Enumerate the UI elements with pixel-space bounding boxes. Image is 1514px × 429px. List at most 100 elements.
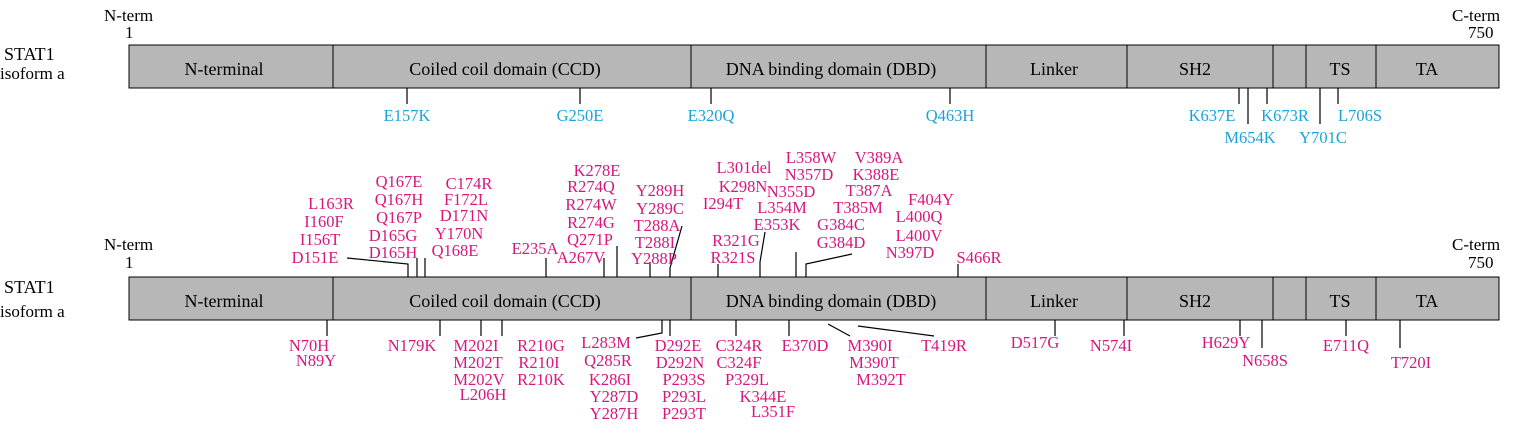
domain-label: TS	[1329, 291, 1350, 311]
variant-label: R274G	[567, 213, 615, 232]
domain-n-terminal	[128, 44, 334, 89]
variant-label: I294T	[703, 194, 743, 213]
variant-label: F404Y	[908, 190, 954, 209]
variant-stick	[857, 325, 935, 337]
variant-sticks	[406, 88, 1339, 124]
variant-label: K298N	[719, 177, 768, 196]
variant-labels-above: L163R I160F I156T D151E Q167E Q167H Q167…	[292, 148, 1002, 268]
variant-label: L206H	[460, 385, 507, 404]
variant-label: N179K	[388, 336, 437, 355]
variant-label: Q167H	[375, 190, 424, 209]
cterm-label: C-term	[1452, 235, 1500, 254]
variant-label: N357D	[785, 165, 834, 184]
protein-isoform: isoform a	[0, 302, 65, 321]
domain-ccd	[332, 276, 692, 321]
domain-ts	[1305, 276, 1377, 321]
domain-label: Linker	[1030, 59, 1078, 79]
variant-label: D165H	[369, 243, 418, 262]
variant-label: C324R	[716, 336, 763, 355]
variant-stick	[669, 225, 683, 277]
variant-label: C324F	[717, 353, 762, 372]
variant-label: M654K	[1224, 128, 1275, 147]
variant-label: C174R	[446, 174, 493, 193]
variant-label: V389A	[855, 148, 904, 167]
variant-labels: E157K G250E E320Q Q463H K637E K673R L706…	[384, 106, 1382, 147]
variant-label: Y170N	[435, 224, 484, 243]
variant-label: D292E	[655, 336, 702, 355]
domain-label: SH2	[1179, 59, 1211, 79]
domain-label: Coiled coil domain (CCD)	[409, 291, 600, 312]
variant-label: P293S	[662, 370, 705, 389]
nterm-number: 1	[125, 23, 134, 42]
domain-label: N-terminal	[185, 291, 264, 311]
variant-label: N574I	[1090, 336, 1132, 355]
domain-label: SH2	[1179, 291, 1211, 311]
domain-unlabeled	[1272, 44, 1307, 89]
variant-stick	[827, 323, 851, 337]
protein-isoform: isoform a	[0, 64, 65, 83]
variant-label: G384C	[817, 215, 865, 234]
variant-label: K637E	[1189, 106, 1236, 125]
domain-sh2	[1126, 276, 1274, 321]
variant-label: M390T	[849, 353, 899, 372]
variant-label: Q463H	[926, 106, 975, 125]
variant-label: M202T	[453, 353, 503, 372]
variant-label: P329L	[725, 370, 769, 389]
protein-name: STAT1	[4, 44, 55, 64]
domain-labels: N-terminal Coiled coil domain (CCD) DNA …	[185, 59, 1439, 80]
variant-label: L163R	[308, 194, 354, 213]
variant-label: D151E	[292, 248, 339, 267]
variant-label: N658S	[1242, 351, 1288, 370]
variant-stick	[635, 320, 663, 339]
variant-sticks-above	[346, 225, 959, 277]
variant-label: G250E	[557, 106, 604, 125]
variant-label: K388E	[853, 165, 900, 184]
domain-dbd	[690, 44, 987, 89]
variant-label: D165G	[369, 226, 418, 245]
variant-label: N70H	[289, 336, 329, 355]
variant-label: T288I	[635, 233, 675, 252]
variant-label: N89Y	[296, 351, 336, 370]
domain-unlabeled	[1272, 276, 1307, 321]
variant-label: E320Q	[688, 106, 735, 125]
diagram-top: N-term 1 C-term 750 STAT1 isoform a N-te…	[0, 6, 1500, 147]
cterm-label: C-term	[1452, 6, 1500, 25]
variant-label: T385M	[833, 198, 883, 217]
variant-label: G384D	[817, 233, 866, 252]
domain-label: Linker	[1030, 291, 1078, 311]
variant-label: L283M	[581, 333, 631, 352]
domain-bar	[128, 276, 1500, 321]
domain-ta	[1375, 44, 1500, 89]
nterm-number: 1	[125, 253, 134, 272]
domain-label: TS	[1329, 59, 1350, 79]
variant-stick	[346, 257, 409, 277]
variant-label: E711Q	[1323, 336, 1369, 355]
variant-label: R210G	[517, 336, 565, 355]
variant-label: T720I	[1391, 353, 1431, 372]
variant-label: M392T	[856, 370, 906, 389]
variant-label: I156T	[300, 230, 340, 249]
cterm-number: 750	[1468, 23, 1494, 42]
variant-label: E157K	[384, 106, 431, 125]
variant-label: K673R	[1261, 106, 1309, 125]
variant-label: E370D	[782, 336, 829, 355]
variant-label: R321G	[712, 231, 760, 250]
variant-label: R321S	[711, 248, 756, 267]
variant-label: R274W	[565, 195, 617, 214]
domain-label: Coiled coil domain (CCD)	[409, 59, 600, 80]
variant-stick	[805, 253, 853, 277]
nterm-label: N-term	[104, 6, 153, 25]
variant-label: K286I	[589, 370, 631, 389]
domain-sh2	[1126, 44, 1274, 89]
variant-label: Q168E	[432, 241, 479, 260]
variant-label: L706S	[1338, 106, 1382, 125]
domain-label: DNA binding domain (DBD)	[726, 291, 937, 312]
domain-n-terminal	[128, 276, 334, 321]
variant-label: Q285R	[584, 351, 632, 370]
variant-label: K344E	[740, 387, 787, 406]
variant-label: Q167E	[376, 172, 423, 191]
variant-label: Y288P	[631, 249, 677, 268]
variant-label: L351F	[751, 402, 795, 421]
domain-ta	[1375, 276, 1500, 321]
